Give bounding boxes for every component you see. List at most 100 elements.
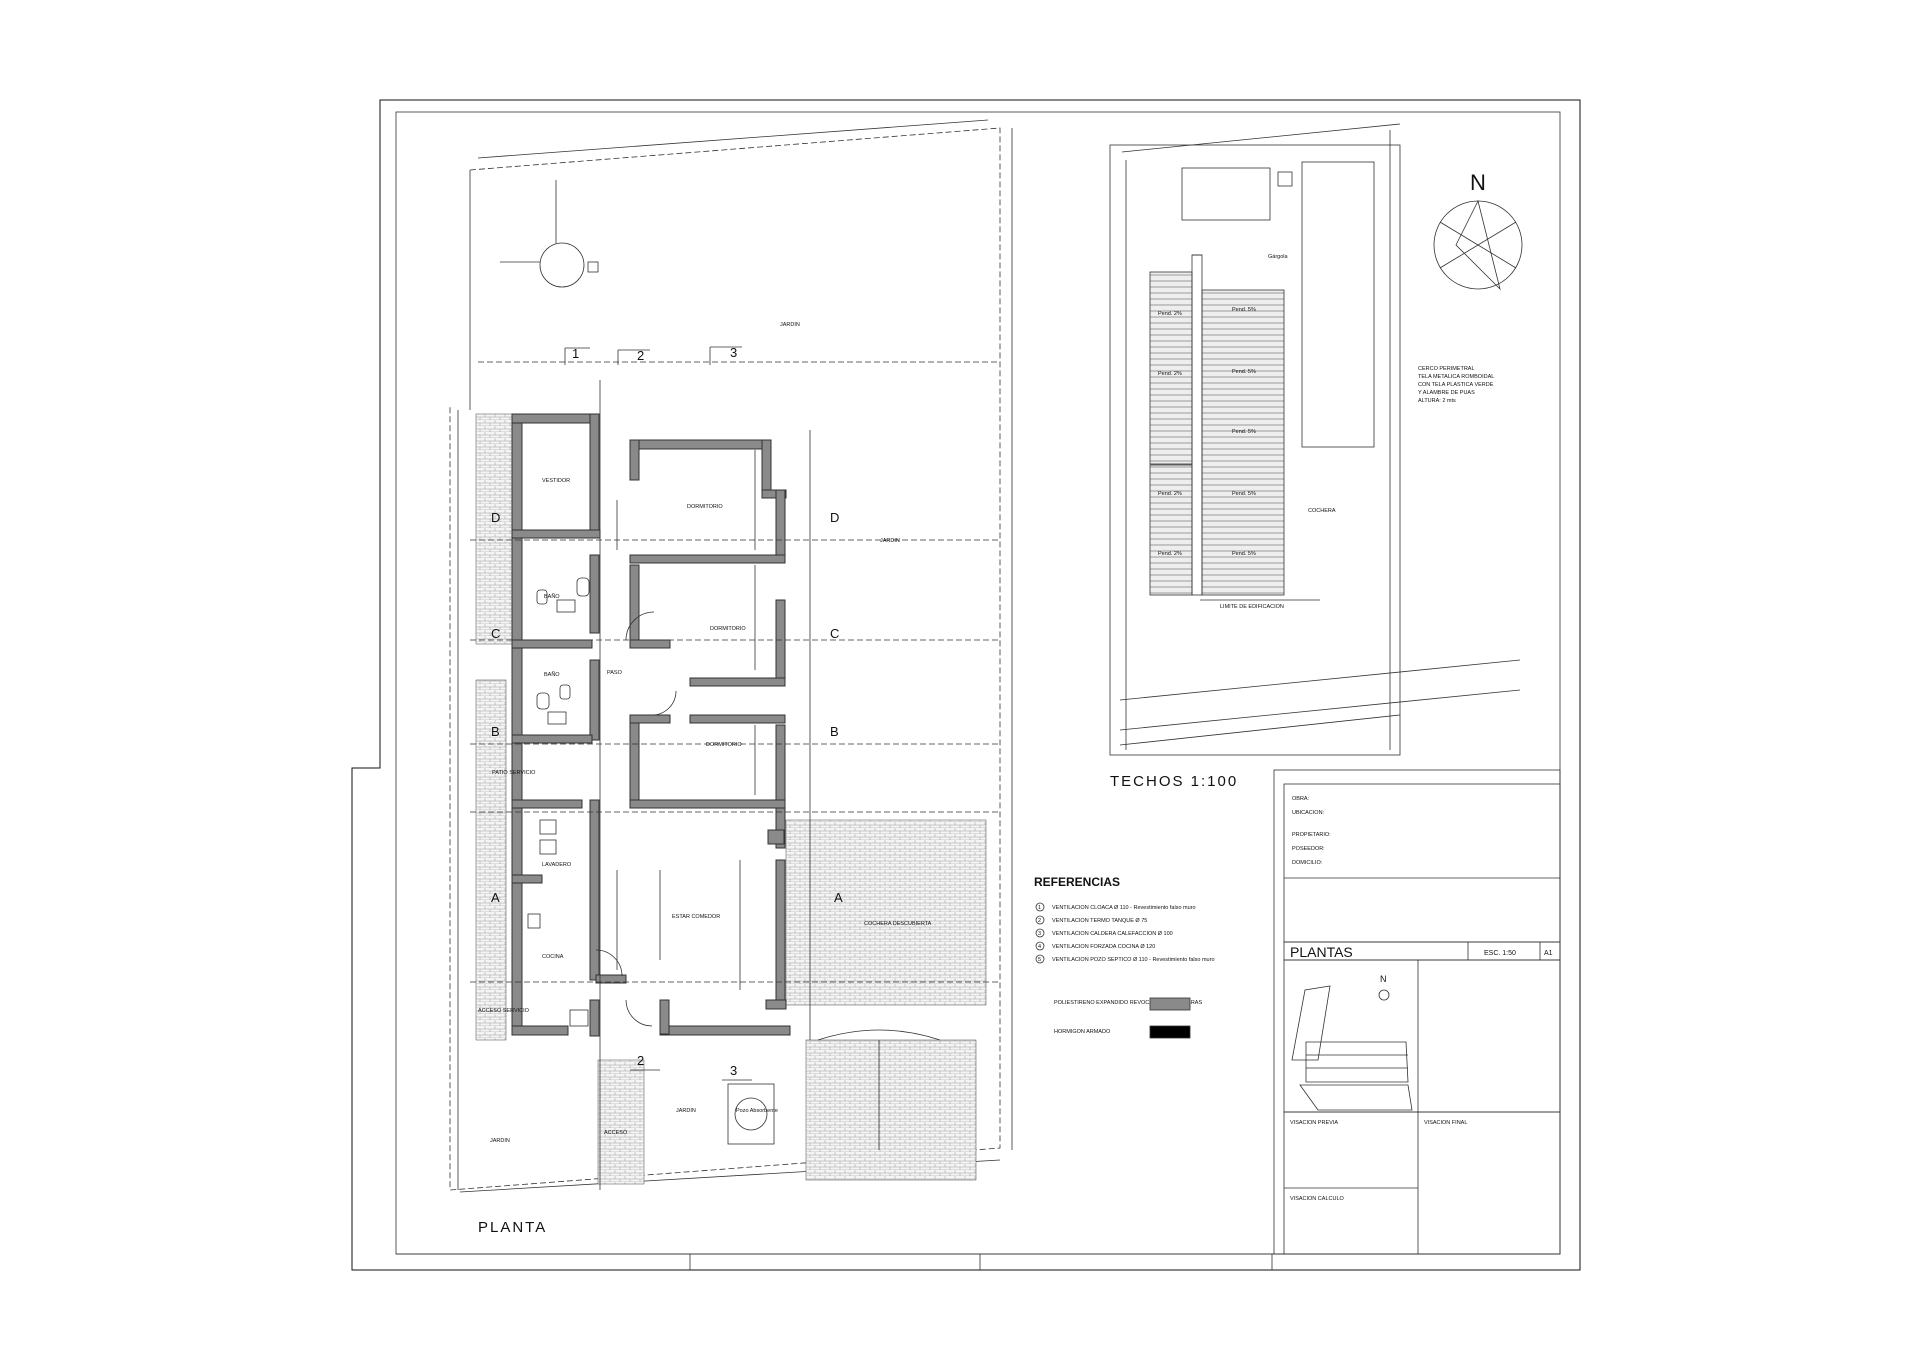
area-acceso: ACCESO xyxy=(604,1130,628,1136)
reference-item-1-num: 1 xyxy=(1038,905,1041,911)
axis-tags-bottom: 2 3 xyxy=(630,1053,752,1081)
reference-item-2: 2 VENTILACION TERMO TANQUE Ø 75 xyxy=(1035,915,1147,925)
room-cochera: COCHERA DESCUBIERTA xyxy=(864,921,932,927)
sheet-name: PLANTAS xyxy=(1290,944,1353,960)
dimension-lines xyxy=(457,380,1000,1190)
slope-label-w2: Pend. 2% xyxy=(1158,371,1182,377)
axis-label-3: 3 xyxy=(730,345,737,360)
room-bano-1: BAÑO xyxy=(544,593,560,600)
references-block: REFERENCIAS 1 VENTILACION CLOACA Ø 110 -… xyxy=(1034,875,1215,1039)
title-block: OBRA: UBICACION: PROPIETARIO: POSEEDOR: … xyxy=(1273,769,1561,1255)
roof-slope-labels: Pend. 2% Pend. 2% Pend. 2% Pend. 2% Pend… xyxy=(1158,307,1256,557)
room-dormitorio-1: DORMITORIO xyxy=(687,504,723,510)
location-sketch: N xyxy=(1291,974,1413,1111)
reference-item-3-text: VENTILACION CALDERA CALEFACCION Ø 100 xyxy=(1052,931,1173,937)
legend-hormigon-label: HORMIGON ARMADO xyxy=(1054,1029,1111,1035)
visacion-previa: VISACION PREVIA xyxy=(1290,1120,1338,1126)
field-obra: OBRA: xyxy=(1292,796,1310,802)
north-arrow: N xyxy=(1433,170,1523,291)
reference-item-1: 1 VENTILACION CLOACA Ø 110 - Revestimien… xyxy=(1035,902,1196,912)
field-ubicacion: UBICACION: xyxy=(1292,810,1325,816)
reference-item-4: 4 VENTILACION FORZADA COCINA Ø 120 xyxy=(1035,941,1155,951)
fixtures xyxy=(527,450,756,1027)
front-paving xyxy=(805,1039,977,1181)
reference-item-4-text: VENTILACION FORZADA COCINA Ø 120 xyxy=(1052,944,1155,950)
perimeter-note-line-3: CON TELA PLASTICA VERDE xyxy=(1418,382,1494,388)
area-acceso-servicio: ACCESO SERVICIO xyxy=(478,1008,530,1014)
room-estar-comedor: ESTAR COMEDOR xyxy=(672,914,720,920)
slope-label-m4: Pend. 5% xyxy=(1232,491,1256,497)
reference-item-3: 3 VENTILACION CALDERA CALEFACCION Ø 100 xyxy=(1035,928,1173,938)
canopy-arc xyxy=(817,1029,941,1041)
sheet-code: A1 xyxy=(1544,950,1553,957)
side-hatch-top xyxy=(475,413,513,645)
room-dormitorio-3: DORMITORIO xyxy=(706,742,742,748)
roof-cochera-label: COCHERA xyxy=(1308,508,1336,514)
pozo-absorbente-label: Pozo Absorbente xyxy=(736,1108,778,1114)
room-jardin-right: JARDIN xyxy=(880,538,900,544)
room-jardin-left: JARDIN xyxy=(490,1138,510,1144)
perimeter-note-line-1: CERCO PERIMETRAL xyxy=(1418,366,1475,372)
slope-label-w3: Pend. 2% xyxy=(1158,491,1182,497)
axis-bottom-2: 2 xyxy=(637,1053,644,1068)
roof-outbuilding xyxy=(1181,167,1271,221)
slope-label-m3: Pend. 5% xyxy=(1232,429,1256,435)
room-jardin-top: JARDIN xyxy=(780,322,800,328)
room-labels: VESTIDOR DORMITORIO DORMITORIO DORMITORI… xyxy=(478,322,932,1144)
room-vestidor: VESTIDOR xyxy=(542,478,570,484)
roof-title: TECHOS 1:100 xyxy=(1110,773,1238,790)
legend-poliestireno: POLIESTIRENO EXPANDIDO REVOCADO AMBAS CA… xyxy=(1054,997,1202,1011)
reference-item-5: 5 VENTILACION POZO SEPTICO Ø 110 - Reves… xyxy=(1035,954,1215,964)
axis-left-d: D xyxy=(491,510,500,525)
legend-poliestireno-swatch xyxy=(1149,997,1191,1011)
slope-label-m2: Pend. 5% xyxy=(1232,369,1256,375)
axis-left-a: A xyxy=(491,890,500,905)
walls xyxy=(511,413,791,1037)
slope-label-m1: Pend. 5% xyxy=(1232,307,1256,313)
reference-item-3-num: 3 xyxy=(1038,931,1041,937)
roof-plan: Pend. 2% Pend. 2% Pend. 2% Pend. 2% Pend… xyxy=(1109,123,1523,756)
room-jardin-bottom: JARDIN xyxy=(676,1108,696,1114)
references-title: REFERENCIAS xyxy=(1034,875,1120,889)
axis-right-d: D xyxy=(830,510,839,525)
field-domicilio: DOMICILIO: xyxy=(1292,860,1323,866)
roof-limite-label: LIMITE DE EDIFICACION xyxy=(1220,604,1284,610)
location-north-label: N xyxy=(1380,974,1387,984)
perimeter-note-line-4: Y ALAMBRE DE PUAS xyxy=(1418,390,1475,396)
reference-item-2-text: VENTILACION TERMO TANQUE Ø 75 xyxy=(1052,918,1147,924)
axis-left-c: C xyxy=(491,626,500,641)
axis-right-c: C xyxy=(830,626,839,641)
axis-tags-top: 1 2 3 xyxy=(564,345,742,365)
slope-label-m5: Pend. 5% xyxy=(1232,551,1256,557)
slope-label-w1: Pend. 2% xyxy=(1158,311,1182,317)
sheet-scale: ESC. 1:50 xyxy=(1484,950,1516,957)
perimeter-note-line-5: ALTURA: 2 mts xyxy=(1418,398,1456,404)
area-patio-servicio: PATIO SERVICIO xyxy=(492,770,536,776)
reference-item-5-text: VENTILACION POZO SEPTICO Ø 110 - Revesti… xyxy=(1052,957,1215,963)
roof-gargola-label: Gárgola xyxy=(1268,254,1289,260)
floor-plan: 1 2 3 xyxy=(449,119,1013,1193)
room-cocina: COCINA xyxy=(542,954,564,960)
visacion-calculo: VISACION CALCULO xyxy=(1290,1196,1345,1202)
axis-tags-left: D C B A xyxy=(491,510,500,905)
room-bano-2: BAÑO xyxy=(544,671,560,678)
axis-left-b: B xyxy=(491,724,500,739)
reference-item-5-num: 5 xyxy=(1038,957,1041,963)
axis-label-2: 2 xyxy=(637,348,644,363)
visacion-final: VISACION FINAL xyxy=(1424,1120,1467,1126)
legend-hormigon: HORMIGON ARMADO xyxy=(1054,1025,1191,1039)
reference-item-2-num: 2 xyxy=(1038,918,1041,924)
side-hatch-bottom xyxy=(475,679,507,1041)
cochera-paving xyxy=(785,819,987,1006)
pozo-absorbente-circle xyxy=(734,1097,768,1131)
roof-panel-west-top xyxy=(1149,271,1193,465)
legend-hormigon-swatch xyxy=(1149,1025,1191,1039)
roof-pool xyxy=(1301,161,1375,448)
pozo-absorbente-box xyxy=(727,1083,775,1145)
field-poseedor: POSEEDOR: xyxy=(1292,846,1325,852)
slope-label-w4: Pend. 2% xyxy=(1158,551,1182,557)
axis-right-b: B xyxy=(830,724,839,739)
perimeter-note: CERCO PERIMETRAL TELA METALICA ROMBOIDAL… xyxy=(1418,366,1494,404)
room-lavadero: LAVADERO xyxy=(542,862,572,868)
